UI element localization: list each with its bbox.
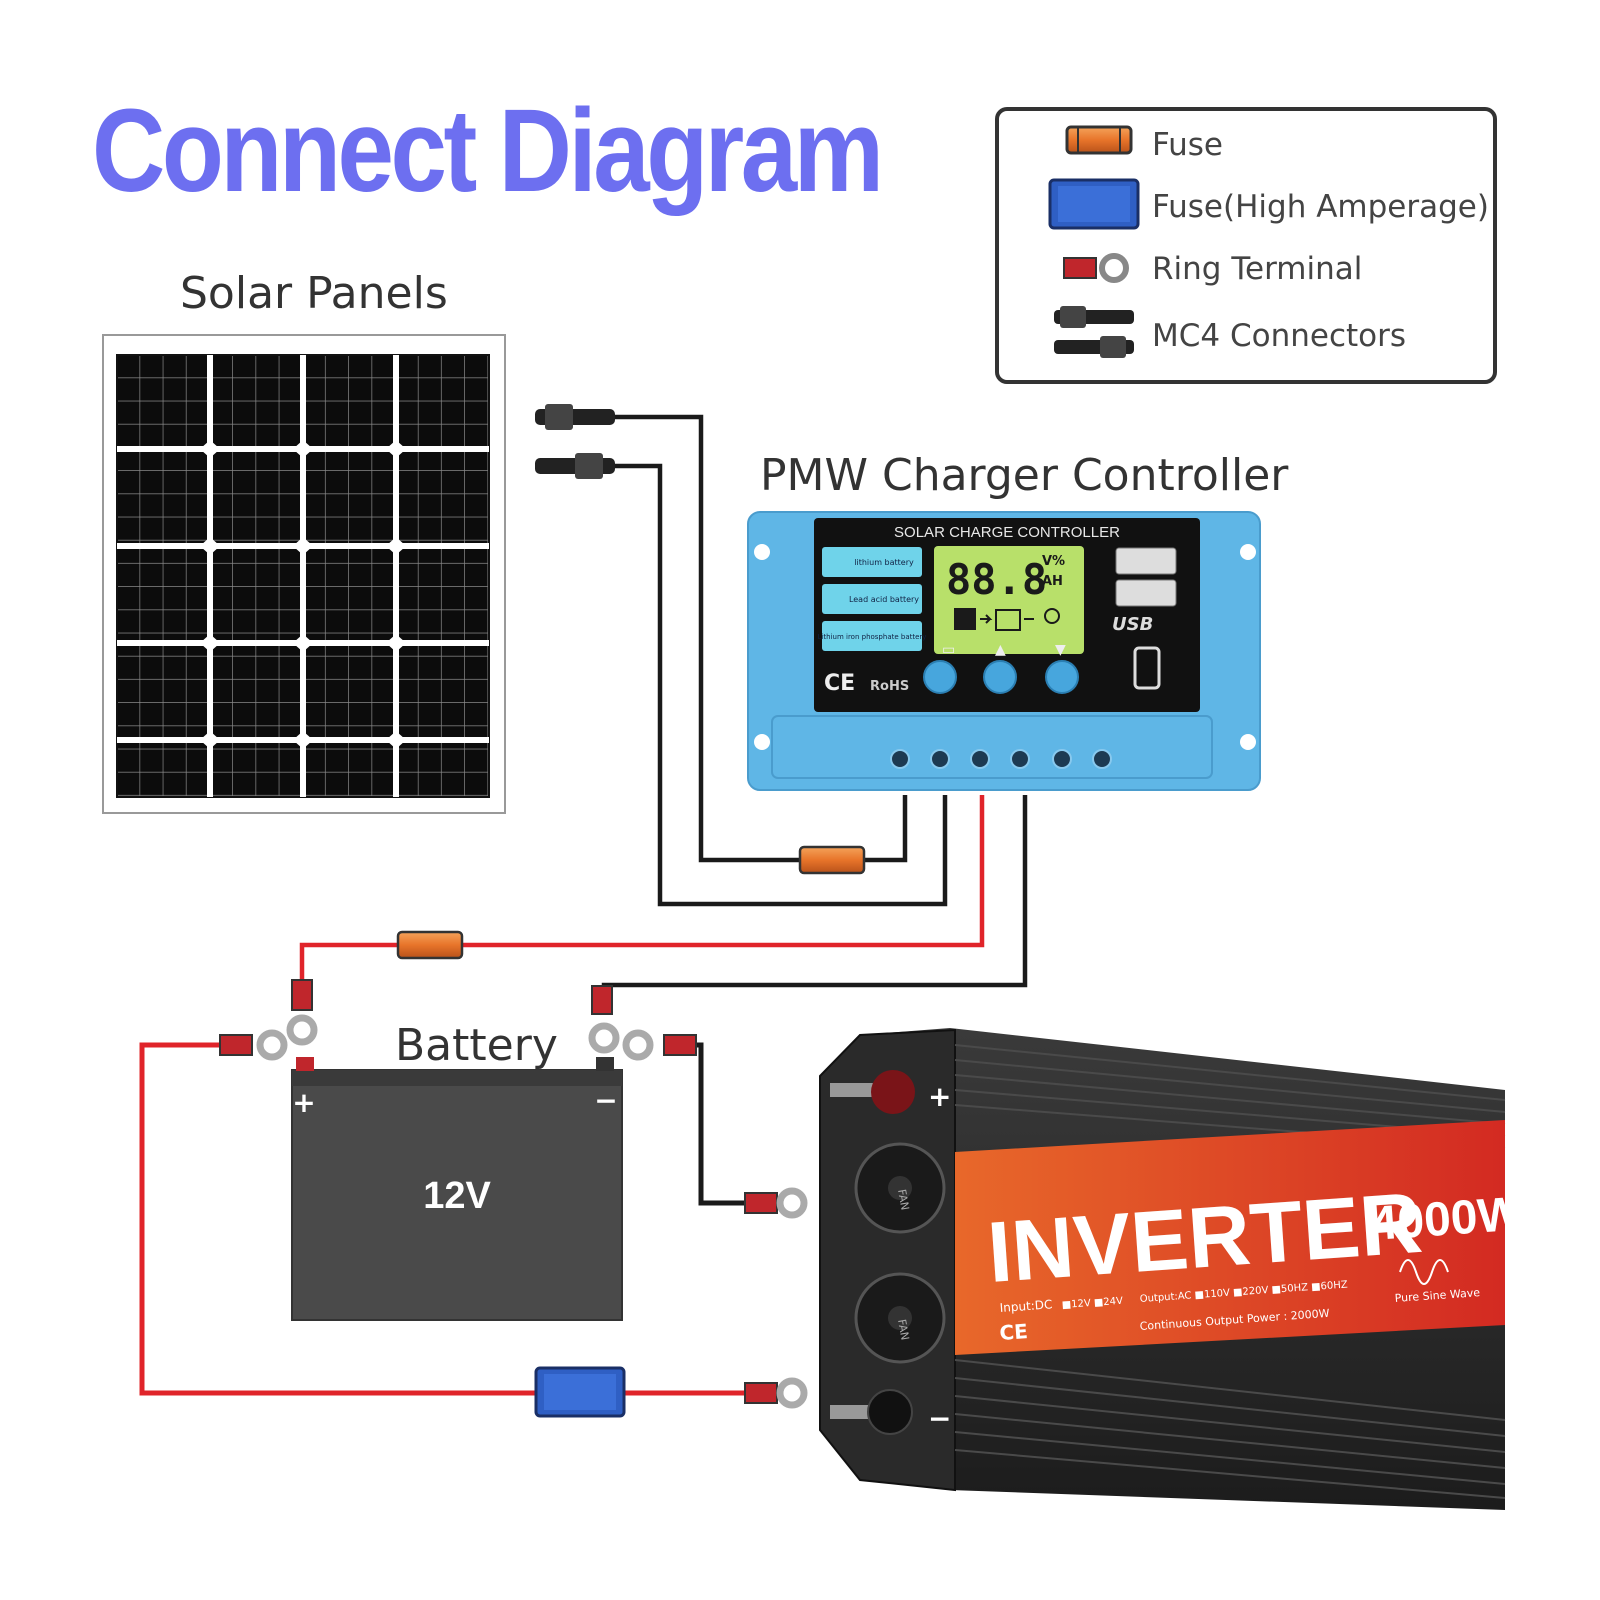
legend: Fuse Fuse(High Amperage) Ring Terminal M…	[995, 107, 1497, 384]
battery-label: Battery	[395, 1020, 558, 1071]
fan-label: FAN	[895, 1188, 911, 1211]
battery-voltage: 12V	[423, 1175, 491, 1217]
battery: + − 12V	[291, 1057, 623, 1321]
fan-label: FAN	[895, 1318, 911, 1341]
solar-panels-label: Solar Panels	[180, 268, 448, 319]
inverter-wire-negative	[690, 1042, 757, 1206]
down-arrow-icon: ▼	[1055, 642, 1066, 658]
high-amperage-fuse-icon	[534, 1366, 626, 1418]
inverter-positive-sign: +	[928, 1080, 951, 1113]
ce-mark: CE	[824, 671, 855, 696]
battery-positive-sign: +	[292, 1086, 315, 1119]
controller-header: SOLAR CHARGE CONTROLLER	[894, 524, 1120, 541]
up-arrow-icon: ▲	[995, 642, 1006, 658]
phone-icon	[1133, 646, 1161, 690]
legend-mc4-label: MC4 Connectors	[1152, 318, 1407, 354]
inverter: INVERTER 4000W Pure Sine Wave Input:DC ■…	[819, 1028, 1525, 1510]
charger-controller-label: PMW Charger Controller	[760, 450, 1289, 501]
lcd-units-top: V%	[1042, 554, 1065, 569]
fuse-icon	[396, 845, 866, 960]
battery-wire-positive	[299, 795, 985, 985]
solar-panel	[102, 334, 506, 814]
ring-terminal-icon	[219, 979, 808, 1409]
legend-fuse-icon	[1065, 125, 1133, 155]
controller-up-button[interactable]	[983, 660, 1017, 694]
sine-wave-icon	[1399, 1259, 1449, 1285]
solar-wire-positive	[610, 414, 908, 863]
controller-terminal-block	[771, 715, 1213, 779]
controller-menu-button[interactable]	[923, 660, 957, 694]
legend-ring-terminal-label: Ring Terminal	[1152, 251, 1363, 287]
lcd-readout: 88.8	[946, 555, 1047, 604]
inverter-negative-terminal	[830, 1389, 913, 1435]
fan-icon	[854, 1142, 946, 1364]
inverter-ce-mark: CE	[999, 1319, 1029, 1345]
inverter-input-options: ■12V ■24V	[1061, 1296, 1123, 1311]
inverter-negative-sign: −	[928, 1402, 951, 1435]
legend-mc4-connector-icon	[1054, 306, 1134, 358]
solar-wire-negative	[610, 463, 948, 907]
mc4-connector-icon	[535, 404, 615, 479]
rohs-mark: RoHS	[870, 679, 909, 694]
usb-label: USB	[1112, 614, 1153, 635]
inverter-positive-terminal	[830, 1070, 915, 1114]
usb-port-icon	[1115, 579, 1177, 607]
usb-port-icon	[1115, 547, 1177, 575]
battery-type-lithium: lithium battery	[854, 558, 914, 567]
controller-down-button[interactable]	[1045, 660, 1079, 694]
battery-positive-terminal	[296, 1057, 314, 1071]
battery-negative-sign: −	[594, 1084, 617, 1117]
inverter-wave: Pure Sine Wave	[1394, 1286, 1480, 1305]
inverter-input: Input:DC	[999, 1297, 1053, 1315]
battery-wire-negative	[601, 795, 1028, 1000]
legend-fuse-label: Fuse	[1152, 127, 1224, 163]
legend-high-amperage-fuse-icon	[1048, 178, 1140, 230]
battery-type-lead-acid: Lead acid battery	[849, 595, 919, 604]
lcd-units-bottom: AH	[1042, 574, 1063, 589]
battery-negative-terminal	[596, 1057, 614, 1071]
lcd-flow-icon	[954, 608, 1060, 631]
inverter-wire-positive	[139, 1042, 757, 1396]
inverter-power: 4000W	[1369, 1187, 1525, 1251]
menu-icon: ▭	[942, 642, 955, 658]
legend-high-fuse-label: Fuse(High Amperage)	[1152, 189, 1489, 225]
legend-ring-terminal-icon	[1063, 253, 1129, 283]
battery-type-lifepo: Lithium iron phosphate battery	[818, 633, 927, 641]
page-title: Connect Diagram	[92, 85, 884, 217]
